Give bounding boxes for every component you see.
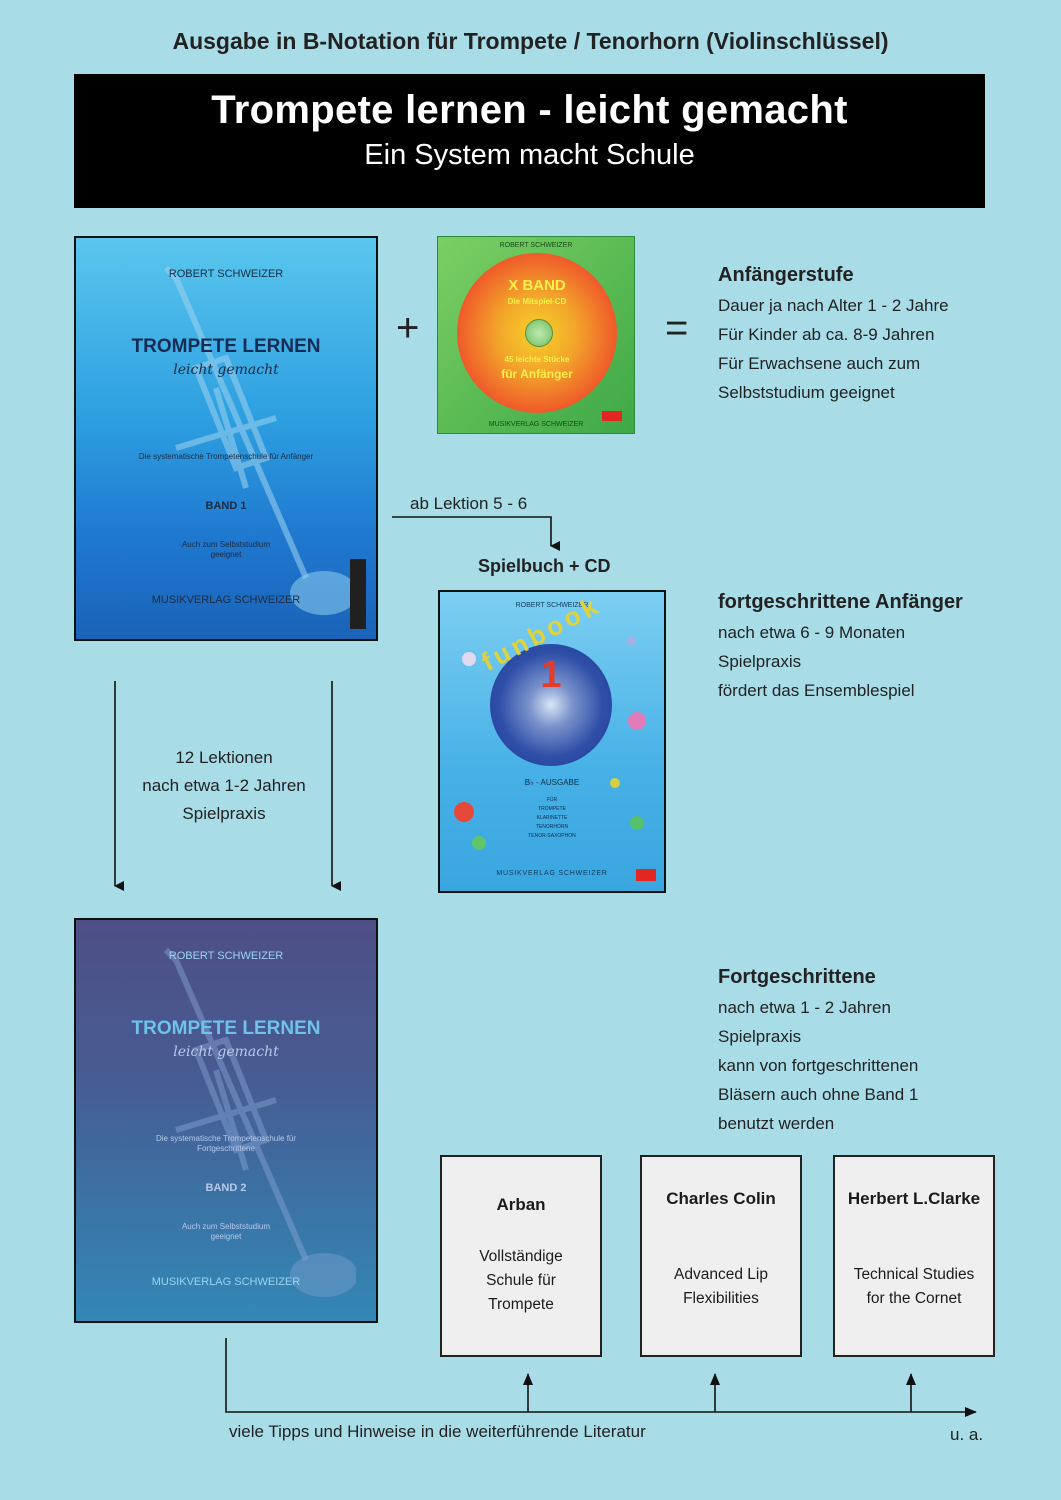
playbook-label: Spielbuch + CD	[478, 556, 611, 576]
cd-line4: für Anfänger	[501, 367, 573, 381]
decor-ball	[630, 816, 644, 830]
decor-ball	[628, 712, 646, 730]
main-title: Trompete lernen - leicht gemacht	[211, 88, 848, 132]
book1-publisher: MUSIKVERLAG SCHWEIZER	[151, 594, 301, 606]
book1-selfstudy: Auch zum Selbststudium geeignet	[181, 540, 271, 559]
literature-work-line: Advanced Lip	[674, 1266, 768, 1283]
cd-badge	[602, 411, 622, 421]
literature-box-arban: Arban Vollständige Schule für Trompete	[440, 1155, 602, 1357]
book2-title: TROMPETE LERNEN	[131, 1018, 321, 1039]
book2-author: ROBERT SCHWEIZER	[168, 950, 284, 962]
stage2-block: fortgeschrittene Anfänger nach etwa 6 - …	[718, 591, 963, 701]
book1-title: TROMPETE LERNEN	[131, 336, 321, 357]
stage2-title: fortgeschrittene Anfänger	[718, 591, 963, 613]
lessons-line: 12 Lektionen	[175, 748, 273, 767]
from-lesson-label: ab Lektion 5 - 6	[410, 494, 528, 513]
funbook-instruments: FÜR TROMPETE KLARINETTE TENORHORN TENOR-…	[440, 796, 664, 841]
cd-publisher: MUSIKVERLAG SCHWEIZER	[488, 421, 584, 428]
funbook-disc: 1	[490, 644, 612, 766]
stage3-block: Fortgeschrittene nach etwa 1 - 2 Jahren …	[718, 966, 918, 1134]
literature-work-line: Schule für	[486, 1272, 556, 1289]
stage3-line: Spielpraxis	[718, 1027, 802, 1046]
lessons-block: 12 Lektionen nach etwa 1-2 Jahren Spielp…	[124, 748, 324, 824]
literature-author: Arban	[496, 1195, 546, 1214]
funbook-edition: B♭ - AUSGABE	[524, 778, 580, 787]
funbook-cover: ROBERT SCHWEIZER 1 funbook B♭ - AUSGABE …	[438, 590, 666, 893]
funbook-badge	[636, 869, 656, 881]
stage1-line: Für Kinder ab ca. 8-9 Jahren	[718, 325, 935, 344]
edition-note: Ausgabe in B-Notation für Trompete / Ten…	[172, 28, 889, 54]
literature-work-line: Vollständige	[479, 1248, 563, 1265]
funbook-instrument: TENOR-SAXOPHON	[528, 833, 576, 839]
cd-disc: X BAND Die Mitspiel-CD 45 leichte Stücke…	[457, 253, 617, 413]
stage2-line: Spielpraxis	[718, 652, 802, 671]
funbook-instrument: KLARINETTE	[536, 815, 568, 821]
stage1-title: Anfängerstufe	[718, 264, 854, 286]
literature-work-line: Flexibilities	[683, 1290, 759, 1307]
stage2-line: fördert das Ensemblespiel	[718, 681, 915, 700]
stage3-line: nach etwa 1 - 2 Jahren	[718, 998, 891, 1017]
literature-work-line: Trompete	[488, 1296, 554, 1313]
decor-ball	[610, 778, 620, 788]
literature-work: Vollständige Schule für Trompete	[452, 1245, 590, 1317]
literature-work: Advanced Lip Flexibilities	[652, 1263, 790, 1311]
literature-box-clarke: Herbert L.Clarke Technical Studies for t…	[833, 1155, 995, 1357]
stage3-line: kann von fortgeschrittenen	[718, 1056, 919, 1075]
funbook-author: ROBERT SCHWEIZER	[515, 602, 589, 609]
cd-line3: 45 leichte Stücke	[504, 355, 570, 364]
book2-publisher: MUSIKVERLAG SCHWEIZER	[151, 1276, 301, 1288]
literature-author: Charles Colin	[666, 1189, 776, 1208]
stage1-line: Selbststudium geeignet	[718, 383, 895, 402]
stage3-line: benutzt werden	[718, 1114, 835, 1133]
funbook-instrument: TROMPETE	[538, 806, 566, 812]
book2-subtitle: leicht gemacht	[173, 1044, 279, 1060]
decor-ball	[462, 652, 476, 666]
stage3-line: Bläsern auch ohne Band 1	[718, 1085, 919, 1104]
footer-note: viele Tipps und Hinweise in die weiterfü…	[229, 1422, 646, 1441]
stage1-line: Für Erwachsene auch zum	[718, 354, 921, 373]
lessons-line: nach etwa 1-2 Jahren	[142, 776, 306, 795]
cd-cover: ROBERT SCHWEIZER X BAND Die Mitspiel-CD …	[437, 236, 635, 434]
book1-desc: Die systematische Trompetenschule für An…	[138, 452, 314, 461]
book1-band: BAND 1	[205, 500, 247, 512]
book2-desc: Die systematische Trompetenschule für Fo…	[155, 1134, 297, 1153]
literature-author: Herbert L.Clarke	[847, 1189, 981, 1208]
book2-cover: ROBERT SCHWEIZER TROMPETE LERNEN leicht …	[74, 918, 378, 1323]
stage1-block: Anfängerstufe Dauer ja nach Alter 1 - 2 …	[718, 264, 949, 403]
book2-band: BAND 2	[205, 1182, 247, 1194]
funbook-instrument: FÜR	[546, 797, 558, 803]
book1-cover: ROBERT SCHWEIZER TROMPETE LERNEN leicht …	[74, 236, 378, 641]
trumpet-illustration	[163, 947, 356, 1297]
cd-line2: Die Mitspiel-CD	[507, 297, 567, 306]
literature-work-line: Technical Studies	[853, 1266, 975, 1283]
stage1-line: Dauer ja nach Alter 1 - 2 Jahre	[718, 296, 949, 315]
literature-work: Technical Studies for the Cornet	[845, 1263, 983, 1311]
trumpet-illustration	[163, 265, 356, 615]
equals-sign: =	[665, 306, 689, 350]
decor-ball	[626, 636, 636, 646]
lessons-line: Spielpraxis	[182, 804, 266, 823]
book2-selfstudy: Auch zum Selbststudium geeignet	[181, 1222, 271, 1241]
literature-work-line: for the Cornet	[866, 1290, 962, 1307]
main-subtitle: Ein System macht Schule	[364, 139, 695, 171]
literature-box-colin: Charles Colin Advanced Lip Flexibilities	[640, 1155, 802, 1357]
plus-sign: +	[396, 306, 420, 350]
title-banner: Trompete lernen - leicht gemacht Ein Sys…	[74, 74, 985, 208]
cd-line1: X BAND	[508, 277, 566, 294]
stage2-line: nach etwa 6 - 9 Monaten	[718, 623, 906, 642]
book1-author: ROBERT SCHWEIZER	[168, 268, 284, 280]
funbook-instrument: TENORHORN	[535, 824, 569, 830]
etc-label: u. a.	[950, 1425, 984, 1444]
book1-subtitle: leicht gemacht	[173, 362, 279, 378]
cd-hole	[525, 319, 553, 347]
funbook-publisher: MUSIKVERLAG SCHWEIZER	[496, 870, 608, 877]
decor-ball	[454, 802, 474, 822]
decor-ball	[472, 836, 486, 850]
stage3-title: Fortgeschrittene	[718, 966, 876, 988]
book1-cd-strip	[350, 559, 366, 629]
funbook-number: 1	[540, 654, 562, 696]
cd-author: ROBERT SCHWEIZER	[499, 242, 573, 249]
